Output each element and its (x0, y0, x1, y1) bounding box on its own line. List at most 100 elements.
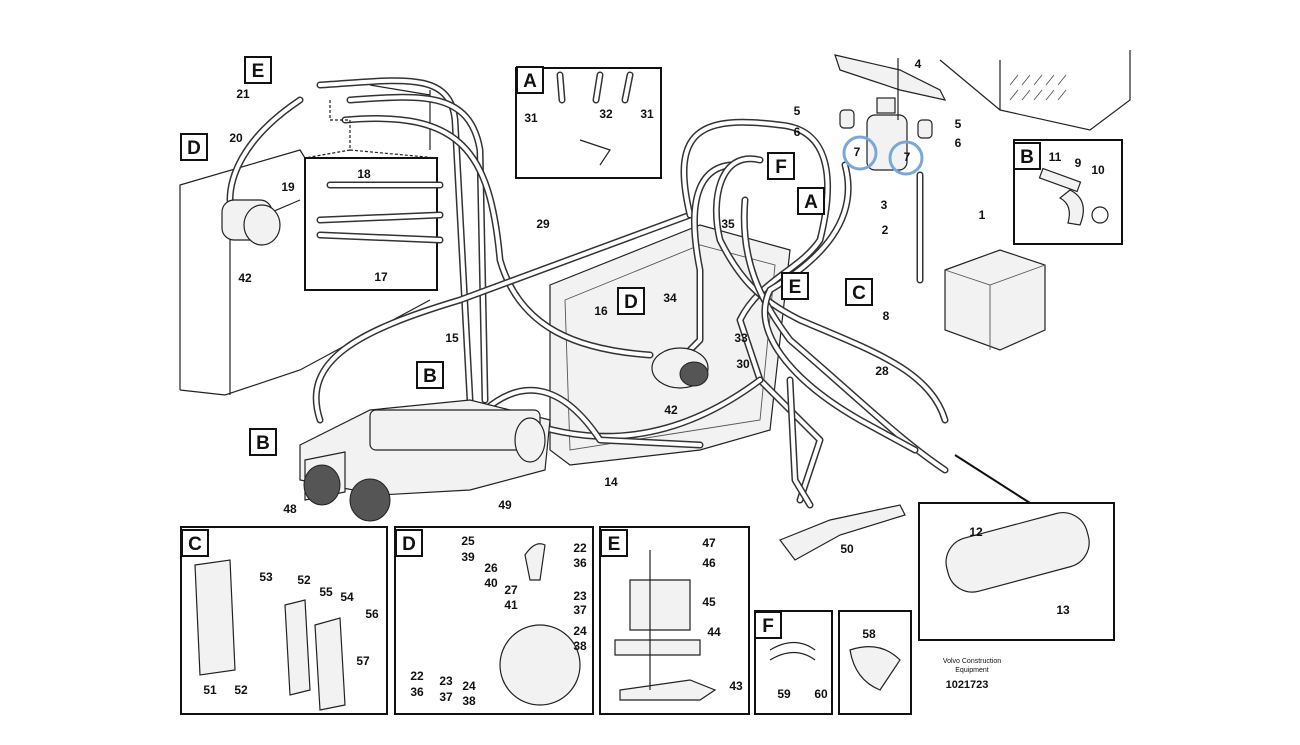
callout-number: 4 (915, 57, 922, 71)
callout-number: 21 (236, 87, 250, 101)
section-letter-box: B (416, 361, 444, 389)
callout-number: 48 (283, 502, 297, 516)
letter-frame (797, 187, 825, 215)
hose-inner (788, 378, 812, 507)
callout-number: 18 (357, 167, 371, 181)
callout-number: 57 (356, 654, 370, 668)
callout-number: 60 (814, 687, 828, 701)
callout-number: 19 (281, 180, 295, 194)
hose-inner (228, 98, 302, 202)
fan-motor-left (221, 199, 281, 246)
control-valve (944, 249, 1046, 351)
section-letter-box: A (797, 187, 825, 215)
callout-number: 39 (461, 550, 475, 564)
callout-number: 6 (794, 125, 801, 139)
letter-frame (181, 529, 209, 557)
section-letter: B (256, 433, 270, 454)
hose-inner (518, 378, 762, 439)
callout-number: 24 (462, 679, 476, 693)
section-letter: A (523, 71, 537, 92)
callout-number: 36 (573, 556, 587, 570)
callout-number: 54 (340, 590, 354, 604)
highlight-markers (842, 135, 924, 176)
hose-inner (314, 213, 692, 422)
callout-number: 46 (702, 556, 716, 570)
section-letter: C (188, 534, 202, 555)
callout-number: 37 (439, 690, 453, 704)
letter-frame (244, 56, 272, 84)
manifold-50 (779, 504, 906, 561)
letter-frame (516, 66, 544, 94)
section-letter: D (402, 534, 416, 555)
letter-frame (767, 152, 795, 180)
hose-inner (343, 116, 652, 357)
callout-number: 59 (777, 687, 791, 701)
section-letter: C (852, 283, 866, 304)
hose-inner (318, 78, 472, 402)
callout-number: 29 (536, 217, 550, 231)
callout-number: 30 (736, 357, 750, 371)
callout-number: 41 (504, 598, 518, 612)
callout-number: 3 (881, 198, 888, 212)
section-letter: B (1020, 147, 1034, 168)
hose-inner (483, 388, 702, 447)
pump-assembly (299, 399, 551, 522)
callout-number: 42 (238, 271, 252, 285)
callout-number: 37 (573, 603, 587, 617)
inset-contents (194, 71, 1109, 711)
callout-number: 12 (969, 525, 983, 539)
callout-number: 53 (259, 570, 273, 584)
callout-number: 2 (882, 223, 889, 237)
section-letter: E (789, 277, 802, 298)
callout-number: 14 (604, 475, 618, 489)
letter-frame (845, 278, 873, 306)
section-letter: A (804, 192, 818, 213)
section-letter-box: B (249, 428, 277, 456)
callout-number: 49 (498, 498, 512, 512)
letter-frame (180, 133, 208, 161)
callout-number: 7 (854, 145, 861, 159)
cab-bracket (939, 50, 1131, 131)
hose-inner (763, 163, 917, 452)
callout-number: 34 (663, 291, 677, 305)
letter-frame (754, 611, 782, 639)
callout-number: 33 (734, 331, 748, 345)
letter-frame (617, 287, 645, 315)
section-letter-box: D (180, 133, 208, 161)
callout-number: 32 (599, 107, 613, 121)
callout-number: 47 (702, 536, 716, 550)
callout-number: 56 (365, 607, 379, 621)
highlight-circle (888, 140, 924, 176)
callout-number: 16 (594, 304, 608, 318)
callout-number: 38 (573, 639, 587, 653)
section-letter: D (187, 138, 201, 159)
callout-number: 1 (979, 208, 986, 222)
section-letter-box: E (781, 272, 809, 300)
section-letter: F (775, 157, 787, 178)
callout-number: 23 (573, 589, 587, 603)
brand-line2: Equipment (955, 667, 989, 674)
section-letter-box: A (516, 66, 544, 94)
inset-frames (180, 67, 1123, 715)
callout-number: 45 (702, 595, 716, 609)
callout-number: 20 (229, 131, 243, 145)
callout-number: 52 (297, 573, 311, 587)
callout-number: 55 (319, 585, 333, 599)
callout-number: 36 (410, 685, 424, 699)
callout-number: 42 (664, 403, 678, 417)
brand-line1: Volvo Construction (943, 658, 1001, 665)
letter-frame (249, 428, 277, 456)
callout-number: 28 (875, 364, 889, 378)
callout-number: 9 (1075, 156, 1082, 170)
callout-number: 38 (462, 694, 476, 708)
hose-inner (688, 163, 732, 352)
hose-inner (742, 198, 947, 472)
hose-inner (682, 120, 830, 502)
callout-number: 25 (461, 534, 475, 548)
letter-frame (416, 361, 444, 389)
callout-number: 22 (573, 541, 587, 555)
callout-number: 11 (1049, 150, 1062, 164)
